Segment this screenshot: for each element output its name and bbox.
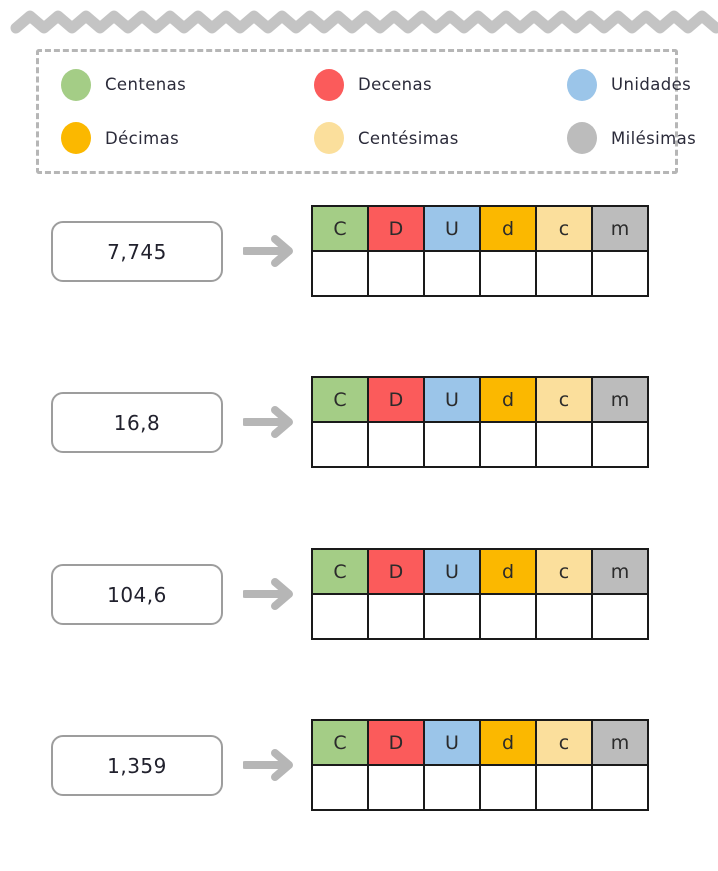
exercise-row: 104,6 C D U d c m — [0, 548, 718, 640]
answer-cell[interactable] — [423, 593, 481, 640]
answer-cell[interactable] — [311, 764, 369, 811]
header-cell-unidades: U — [423, 719, 481, 766]
header-cell-centenas: C — [311, 205, 369, 252]
legend-item-decenas: Decenas — [314, 68, 567, 101]
answer-cell[interactable] — [367, 764, 425, 811]
header-cell-centenas: C — [311, 719, 369, 766]
header-cell-milesimas: m — [591, 548, 649, 595]
place-value-table: C D U d c m — [311, 205, 649, 297]
answer-cell[interactable] — [591, 593, 649, 640]
header-cell-decimas: d — [479, 719, 537, 766]
number-box[interactable]: 16,8 — [51, 392, 223, 453]
right-arrow-icon — [243, 576, 301, 612]
legend-label-centesimas: Centésimas — [358, 128, 459, 148]
answer-cell[interactable] — [367, 250, 425, 297]
table-header-row: C D U d c m — [311, 548, 649, 595]
gray-circle-icon — [567, 122, 597, 155]
answer-cell[interactable] — [423, 421, 481, 468]
table-header-row: C D U d c m — [311, 719, 649, 766]
table-answer-row — [311, 593, 649, 640]
header-cell-unidades: U — [423, 205, 481, 252]
header-cell-decenas: D — [367, 205, 425, 252]
header-cell-milesimas: m — [591, 205, 649, 252]
table-answer-row — [311, 250, 649, 297]
table-answer-row — [311, 764, 649, 811]
table-header-row: C D U d c m — [311, 376, 649, 423]
number-box[interactable]: 104,6 — [51, 564, 223, 625]
header-cell-centenas: C — [311, 548, 369, 595]
answer-cell[interactable] — [535, 250, 593, 297]
table-header-row: C D U d c m — [311, 205, 649, 252]
number-value: 1,359 — [107, 753, 167, 778]
header-cell-unidades: U — [423, 376, 481, 423]
answer-cell[interactable] — [311, 421, 369, 468]
answer-cell[interactable] — [367, 421, 425, 468]
legend-item-centesimas: Centésimas — [314, 122, 567, 155]
exercise-row: 7,745 C D U d c m — [0, 205, 718, 297]
legend-label-decimas: Décimas — [105, 128, 180, 148]
header-cell-decimas: d — [479, 376, 537, 423]
header-cell-centesimas: c — [535, 548, 593, 595]
lightyellow-circle-icon — [314, 122, 344, 155]
answer-cell[interactable] — [311, 250, 369, 297]
header-cell-centesimas: c — [535, 376, 593, 423]
number-value: 7,745 — [107, 239, 167, 264]
legend-item-decimas: Décimas — [61, 122, 314, 155]
table-answer-row — [311, 421, 649, 468]
number-value: 16,8 — [113, 410, 161, 435]
place-value-table: C D U d c m — [311, 376, 649, 468]
answer-cell[interactable] — [535, 593, 593, 640]
header-cell-decenas: D — [367, 719, 425, 766]
answer-cell[interactable] — [591, 250, 649, 297]
legend-label-decenas: Decenas — [358, 75, 433, 95]
answer-cell[interactable] — [479, 421, 537, 468]
header-cell-decimas: d — [479, 205, 537, 252]
red-circle-icon — [314, 68, 344, 101]
place-value-table: C D U d c m — [311, 719, 649, 811]
exercise-row: 1,359 C D U d c m — [0, 719, 718, 811]
answer-cell[interactable] — [535, 764, 593, 811]
header-cell-decenas: D — [367, 548, 425, 595]
answer-cell[interactable] — [591, 421, 649, 468]
legend-item-unidades: Unidades — [567, 68, 696, 101]
answer-cell[interactable] — [535, 421, 593, 468]
top-wave-decoration — [0, 0, 718, 40]
number-box[interactable]: 7,745 — [51, 221, 223, 282]
answer-cell[interactable] — [479, 250, 537, 297]
legend-container: Centenas Decenas Unidades Décimas Centés… — [36, 49, 696, 174]
orange-circle-icon — [61, 122, 91, 155]
right-arrow-icon — [243, 404, 301, 440]
exercise-row: 16,8 C D U d c m — [0, 376, 718, 468]
header-cell-decimas: d — [479, 548, 537, 595]
right-arrow-icon — [243, 233, 301, 269]
legend-item-milesimas: Milésimas — [567, 122, 697, 155]
answer-cell[interactable] — [423, 764, 481, 811]
answer-cell[interactable] — [311, 593, 369, 640]
green-circle-icon — [61, 68, 91, 101]
legend-item-centenas: Centenas — [61, 68, 314, 101]
header-cell-milesimas: m — [591, 376, 649, 423]
header-cell-milesimas: m — [591, 719, 649, 766]
blue-circle-icon — [567, 68, 597, 101]
answer-cell[interactable] — [423, 250, 481, 297]
answer-cell[interactable] — [367, 593, 425, 640]
answer-cell[interactable] — [591, 764, 649, 811]
header-cell-decenas: D — [367, 376, 425, 423]
legend-label-centenas: Centenas — [105, 75, 187, 95]
number-box[interactable]: 1,359 — [51, 735, 223, 796]
answer-cell[interactable] — [479, 593, 537, 640]
legend-label-milesimas: Milésimas — [611, 128, 697, 148]
answer-cell[interactable] — [479, 764, 537, 811]
number-value: 104,6 — [107, 582, 167, 607]
header-cell-centenas: C — [311, 376, 369, 423]
header-cell-unidades: U — [423, 548, 481, 595]
place-value-table: C D U d c m — [311, 548, 649, 640]
header-cell-centesimas: c — [535, 719, 593, 766]
legend-label-unidades: Unidades — [611, 75, 692, 95]
right-arrow-icon — [243, 747, 301, 783]
header-cell-centesimas: c — [535, 205, 593, 252]
